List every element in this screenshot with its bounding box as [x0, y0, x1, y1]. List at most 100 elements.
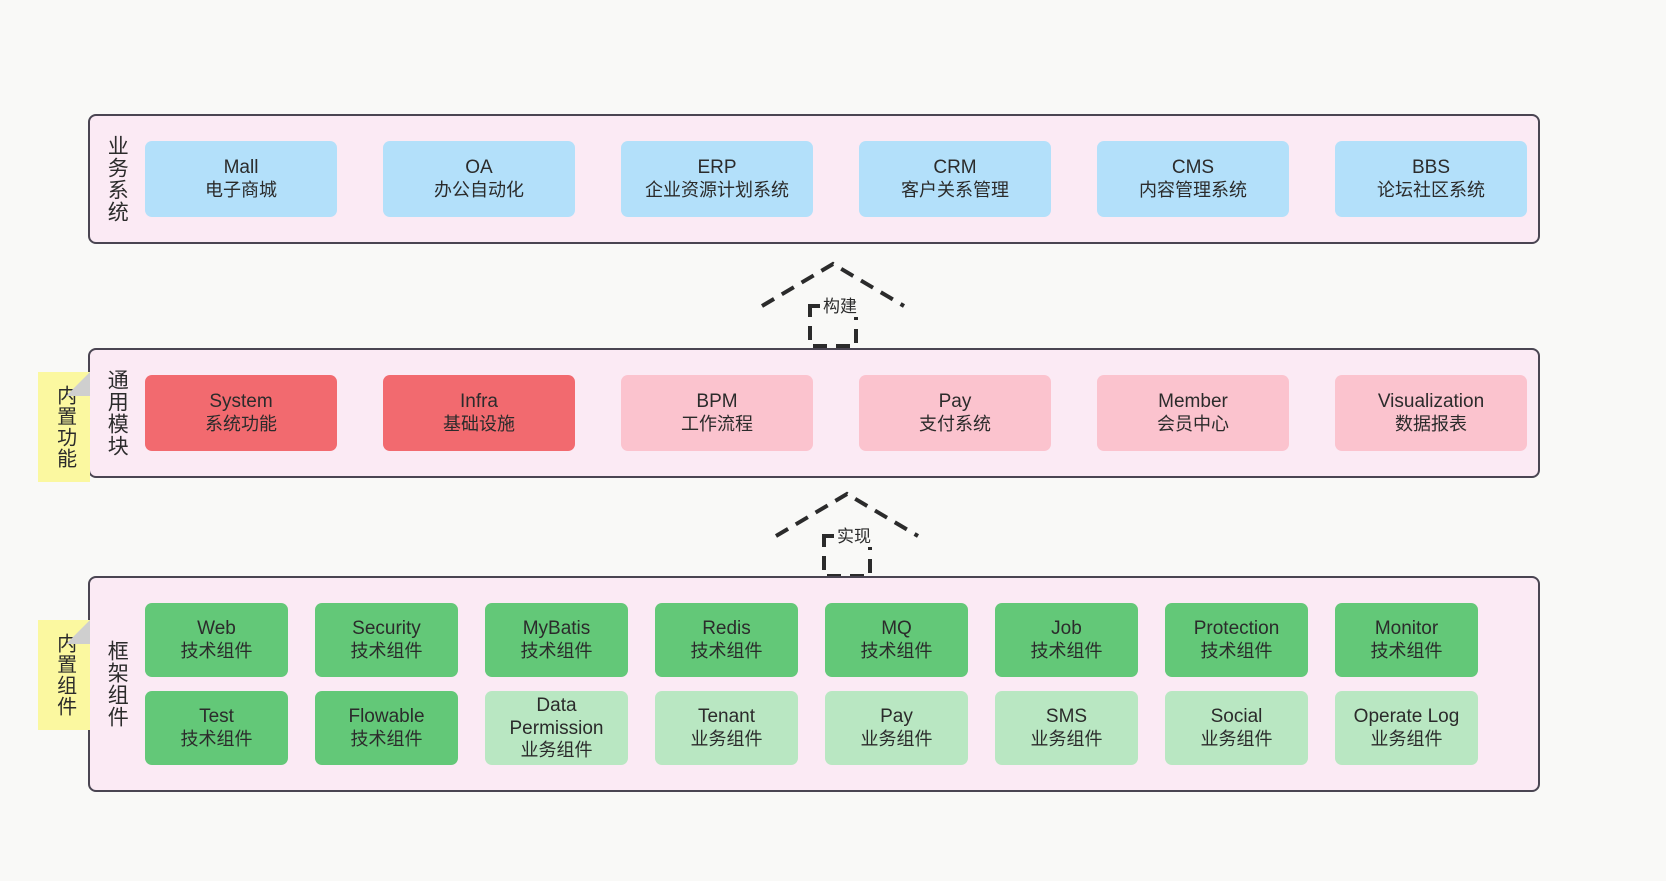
card-title-en: Operate Log: [1353, 706, 1460, 728]
card-title-en: SMS: [1045, 706, 1088, 728]
card-title-en: Web: [197, 618, 236, 640]
card-title-cn: 技术组件: [350, 640, 423, 661]
card-data-permission[interactable]: Data Permission 业务组件: [485, 691, 628, 765]
card-mall[interactable]: Mall 电子商城: [145, 141, 337, 217]
card-cms[interactable]: CMS 内容管理系统: [1097, 141, 1289, 217]
card-title-cn: 业务组件: [1030, 728, 1103, 749]
card-title-cn: 客户关系管理: [901, 179, 1009, 200]
card-row: Mall 电子商城 OA 办公自动化 ERP 企业资源计划系统 CRM 客户关系…: [142, 141, 1527, 217]
card-title-cn: 业务组件: [1370, 728, 1443, 749]
card-title-en: Monitor: [1374, 618, 1439, 640]
card-title-en: Job: [1051, 618, 1082, 640]
card-protection[interactable]: Protection 技术组件: [1165, 603, 1308, 677]
card-title-cn: 企业资源计划系统: [645, 179, 789, 200]
connector-implement: 实现: [772, 488, 922, 578]
card-row: System 系统功能 Infra 基础设施 BPM 工作流程 Pay 支付系统…: [142, 375, 1527, 451]
sticky-note-builtin-component: 内置组件: [38, 620, 90, 730]
card-security[interactable]: Security 技术组件: [315, 603, 458, 677]
card-title-en: Member: [1158, 391, 1228, 413]
card-title-cn: 基础设施: [443, 413, 515, 434]
card-title-cn: 系统功能: [205, 413, 277, 434]
card-title-en: Infra: [459, 391, 499, 413]
card-title-en: CMS: [1171, 157, 1215, 179]
card-title-cn: 办公自动化: [434, 179, 524, 200]
card-web[interactable]: Web 技术组件: [145, 603, 288, 677]
card-title-en: Flowable: [348, 706, 425, 728]
card-title-cn: 技术组件: [520, 640, 593, 661]
card-member[interactable]: Member 会员中心: [1097, 375, 1289, 451]
card-title-en: Test: [199, 706, 234, 728]
card-title-cn: 论坛社区系统: [1377, 179, 1485, 200]
card-oa[interactable]: OA 办公自动化: [383, 141, 575, 217]
card-title-cn: 业务组件: [690, 728, 763, 749]
card-title-en: BBS: [1411, 157, 1451, 179]
card-title-cn: 业务组件: [1200, 728, 1273, 749]
card-mybatis[interactable]: MyBatis 技术组件: [485, 603, 628, 677]
layer-title-modules: 通用模块: [105, 369, 129, 457]
card-title-cn: 支付系统: [919, 413, 991, 434]
card-title-cn: 技术组件: [1030, 640, 1103, 661]
layer-title-business: 业务系统: [105, 135, 129, 223]
card-row: Test 技术组件 Flowable 技术组件 Data Permission …: [142, 691, 1524, 765]
card-title-cn: 数据报表: [1395, 413, 1467, 434]
card-job[interactable]: Job 技术组件: [995, 603, 1138, 677]
card-redis[interactable]: Redis 技术组件: [655, 603, 798, 677]
card-title-en: Social: [1210, 706, 1263, 728]
card-title-cn: 技术组件: [180, 640, 253, 661]
card-title-cn: 技术组件: [180, 728, 253, 749]
card-pay-component[interactable]: Pay 业务组件: [825, 691, 968, 765]
connector-build: 构建: [758, 258, 908, 348]
layer-body-modules: System 系统功能 Infra 基础设施 BPM 工作流程 Pay 支付系统…: [142, 350, 1541, 476]
card-pay-module[interactable]: Pay 支付系统: [859, 375, 1051, 451]
card-title-en: Mall: [223, 157, 259, 179]
card-infra[interactable]: Infra 基础设施: [383, 375, 575, 451]
card-title-en: MyBatis: [522, 618, 591, 640]
card-system[interactable]: System 系统功能: [145, 375, 337, 451]
card-social[interactable]: Social 业务组件: [1165, 691, 1308, 765]
sticky-note-builtin-feature: 内置功能: [38, 372, 90, 482]
card-erp[interactable]: ERP 企业资源计划系统: [621, 141, 813, 217]
layer-framework-components: 框架组件 Web 技术组件 Security 技术组件 MyBatis 技术组件…: [88, 576, 1540, 792]
card-bbs[interactable]: BBS 论坛社区系统: [1335, 141, 1527, 217]
card-title-en: Tenant: [697, 706, 756, 728]
card-title-en: ERP: [697, 157, 737, 179]
card-mq[interactable]: MQ 技术组件: [825, 603, 968, 677]
card-title-cn: 电子商城: [205, 179, 277, 200]
card-title-en: BPM: [696, 391, 738, 413]
card-title-en: MQ: [881, 618, 912, 640]
sticky-note-label: 内置功能: [53, 385, 76, 469]
card-title-en: Data Permission: [509, 694, 604, 740]
card-monitor[interactable]: Monitor 技术组件: [1335, 603, 1478, 677]
card-title-cn: 业务组件: [520, 740, 593, 761]
card-title-cn: 技术组件: [350, 728, 423, 749]
layer-title-framework: 框架组件: [105, 640, 129, 728]
card-title-en: OA: [465, 157, 493, 179]
card-title-en: Pay: [880, 706, 913, 728]
layer-body-business: Mall 电子商城 OA 办公自动化 ERP 企业资源计划系统 CRM 客户关系…: [142, 116, 1541, 242]
card-title-en: Redis: [702, 618, 751, 640]
card-title-cn: 技术组件: [690, 640, 763, 661]
card-title-en: Visualization: [1377, 391, 1485, 413]
card-title-cn: 工作流程: [681, 413, 753, 434]
card-title-en: CRM: [933, 157, 977, 179]
card-test[interactable]: Test 技术组件: [145, 691, 288, 765]
card-title-en: System: [209, 391, 273, 413]
card-row: Web 技术组件 Security 技术组件 MyBatis 技术组件 Redi…: [142, 603, 1524, 677]
card-title-cn: 业务组件: [860, 728, 933, 749]
card-title-cn: 技术组件: [860, 640, 933, 661]
card-title-en: Security: [352, 618, 421, 640]
card-tenant[interactable]: Tenant 业务组件: [655, 691, 798, 765]
card-crm[interactable]: CRM 客户关系管理: [859, 141, 1051, 217]
card-flowable[interactable]: Flowable 技术组件: [315, 691, 458, 765]
card-visualization[interactable]: Visualization 数据报表: [1335, 375, 1527, 451]
card-operate-log[interactable]: Operate Log 业务组件: [1335, 691, 1478, 765]
card-title-en: Protection: [1193, 618, 1280, 640]
card-title-cn: 技术组件: [1370, 640, 1443, 661]
card-sms[interactable]: SMS 业务组件: [995, 691, 1138, 765]
sticky-note-label: 内置组件: [53, 633, 76, 717]
card-title-en: Pay: [938, 391, 972, 413]
card-title-cn: 内容管理系统: [1139, 179, 1247, 200]
card-bpm[interactable]: BPM 工作流程: [621, 375, 813, 451]
connector-label-build: 构建: [820, 292, 860, 317]
